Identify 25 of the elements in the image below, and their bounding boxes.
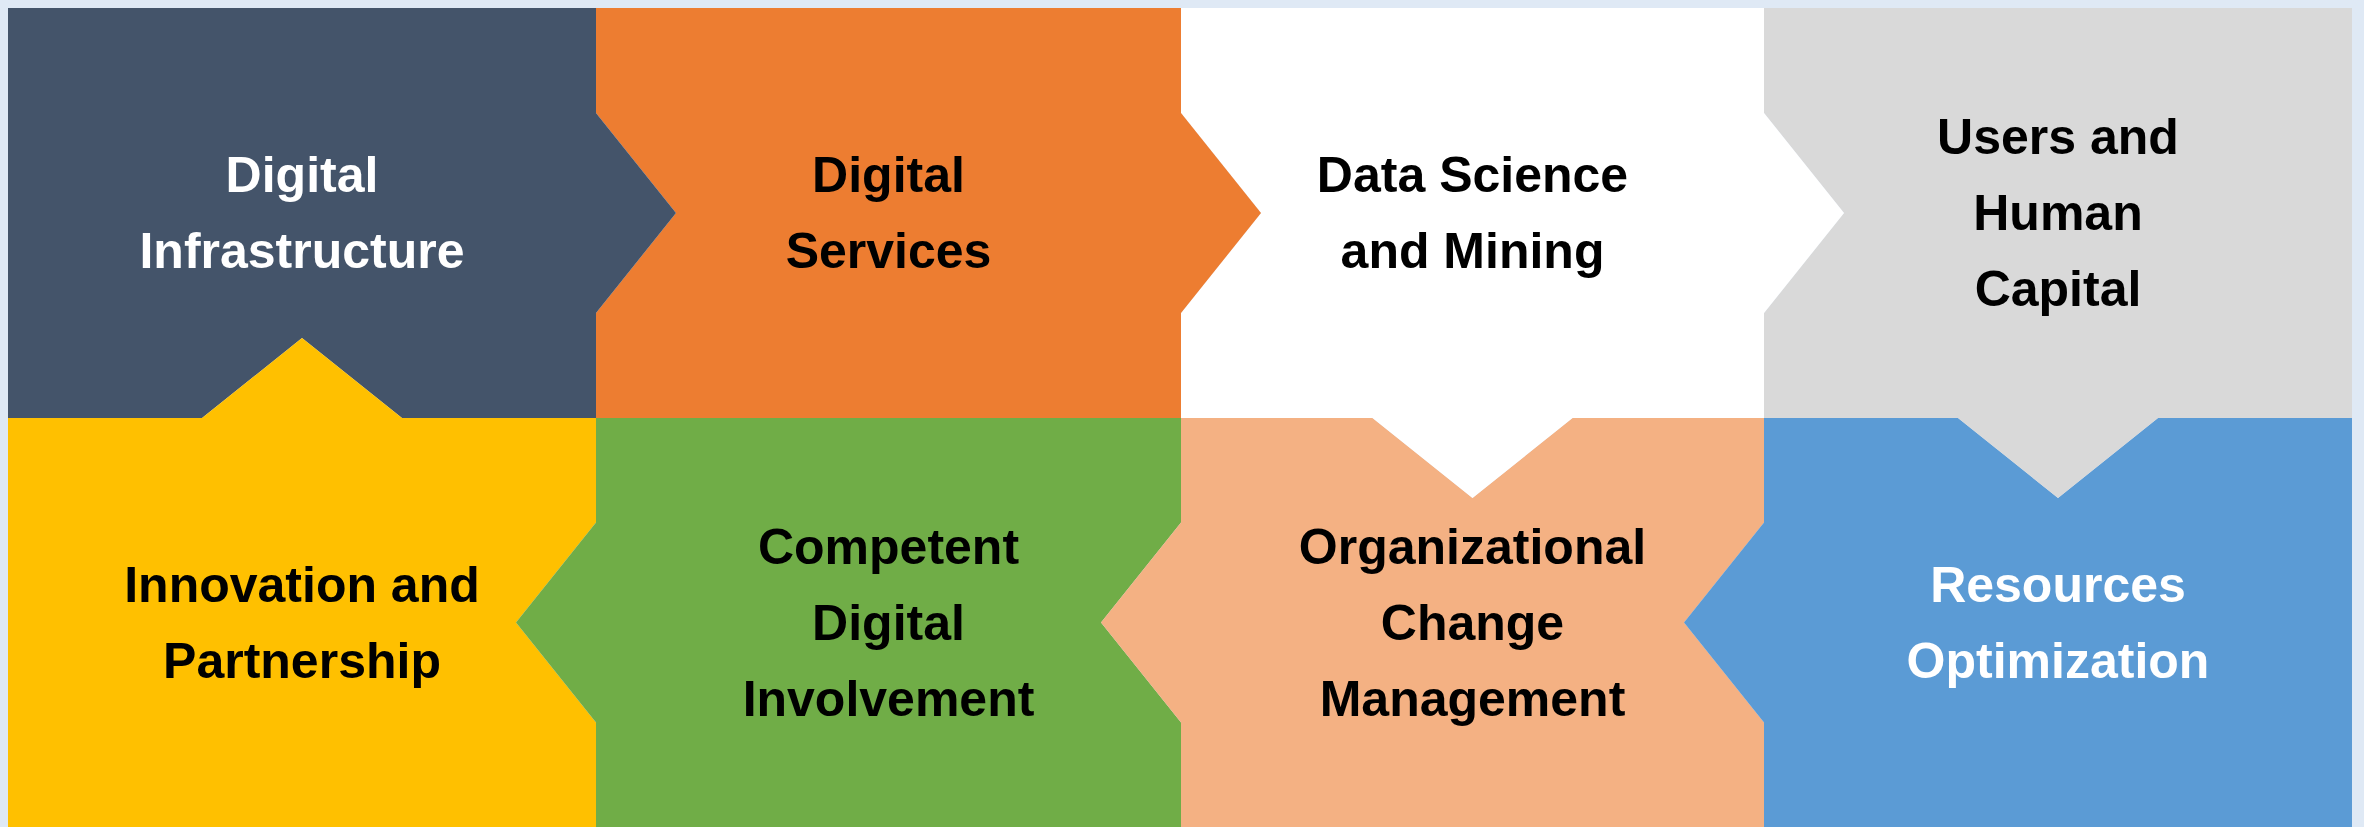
chevron-tile <box>1181 8 1764 418</box>
tile-label: Digital Services <box>784 146 993 281</box>
tile-label: Competent Digital Involvement <box>741 517 1036 729</box>
chevron-tile <box>8 8 596 418</box>
chevron-arrow <box>1181 113 1261 313</box>
chevron-tile <box>596 8 1181 418</box>
chevron-tile <box>1764 8 2352 418</box>
chevron-arrow <box>1958 418 2158 498</box>
chevron-arrow <box>596 113 676 313</box>
chevron-arrow <box>516 522 596 723</box>
chevron-tile <box>596 418 1181 827</box>
tile-label: Organizational Change Management <box>1297 517 1648 729</box>
tile-label: Resources Optimization <box>1905 555 2211 691</box>
tile-label: Digital Infrastructure <box>138 146 466 281</box>
chevron-arrow <box>1372 418 1573 498</box>
chevron-tile <box>1764 418 2352 827</box>
chevron-arrow <box>1101 522 1181 723</box>
tile-label: Data Science and Mining <box>1315 146 1630 281</box>
chevron-arrow <box>1684 522 1764 723</box>
tile-label: Users and Human Capital <box>1936 108 2180 319</box>
chevron-tile <box>1181 418 1764 827</box>
chevron-arrow <box>1764 113 1844 313</box>
chevron-arrow <box>202 338 402 418</box>
tile-label: Innovation and Partnership <box>123 555 481 691</box>
chevron-tile <box>8 418 596 827</box>
